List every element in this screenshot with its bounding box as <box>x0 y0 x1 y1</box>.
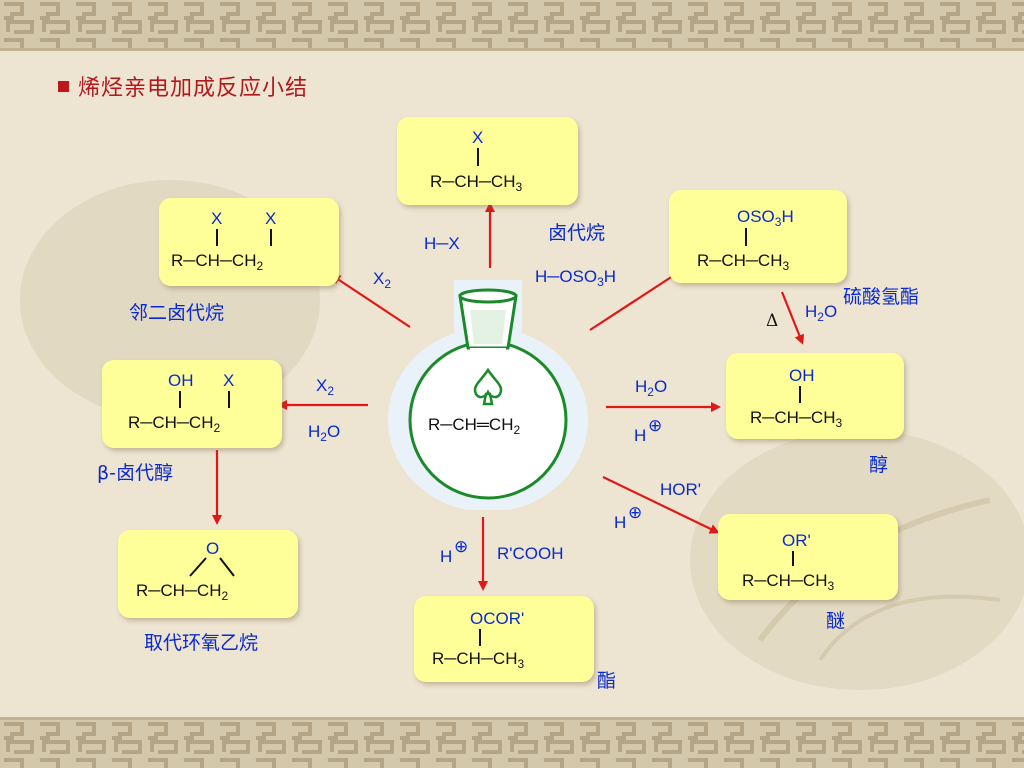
alcohol-structure: OH R─CH─CH3 <box>750 366 842 430</box>
reagent-h2o-mid: H2O <box>308 422 340 444</box>
svg-text:R─CH─CH3: R─CH─CH3 <box>430 172 522 194</box>
arrow-to-vicinal <box>330 274 411 328</box>
reagent-h-plus-ether: H <box>614 513 626 532</box>
svg-text:X: X <box>211 209 222 228</box>
caption-alkyl-halide: 卤代烷 <box>548 222 606 244</box>
svg-text:R─CH─CH2: R─CH─CH2 <box>136 581 228 603</box>
svg-text:X: X <box>472 128 483 147</box>
svg-text:O: O <box>206 539 219 558</box>
reagent-hor: HOR' <box>660 480 701 499</box>
plus-circle-icon: ⊕ <box>628 503 642 522</box>
svg-text:X: X <box>223 371 234 390</box>
spade-icon <box>473 367 503 406</box>
product-box-ester: OCOR' R─CH─CH3 <box>414 596 594 682</box>
reagent-h2o-right: H2O <box>635 377 667 399</box>
reagent-x2-top: X2 <box>373 269 391 291</box>
plus-circle-icon: ⊕ <box>454 537 468 556</box>
svg-text:OCOR': OCOR' <box>470 609 524 628</box>
reagent-h-plus-ester: H <box>440 547 452 566</box>
reaction-flask: R─CH═CH2 <box>388 270 588 512</box>
caption-ether: 醚 <box>826 610 846 632</box>
delta-symbol: Δ <box>766 311 778 331</box>
ether-structure: OR' R─CH─CH3 <box>742 531 834 593</box>
reagent-h2o-hydrolysis: H2O <box>805 302 837 324</box>
reagent-rcooh: R'COOH <box>497 544 564 563</box>
product-box-alkyl-halide: X R─CH─CH3 <box>397 117 578 205</box>
caption-ester: 酯 <box>597 670 617 692</box>
arrow-to-sulfate <box>589 268 685 331</box>
caption-vicinal: 邻二卤代烷 <box>129 302 225 324</box>
plus-circle-icon: ⊕ <box>648 416 662 435</box>
product-box-vicinal: X X R─CH─CH2 <box>159 198 339 286</box>
ester-structure: OCOR' R─CH─CH3 <box>432 609 524 671</box>
svg-text:R─CH─CH2: R─CH─CH2 <box>171 251 263 273</box>
svg-text:R─CH─CH3: R─CH─CH3 <box>432 649 524 671</box>
svg-text:R─CH─CH3: R─CH─CH3 <box>742 571 834 593</box>
svg-text:OH: OH <box>789 366 815 385</box>
slide-heading: 烯烃亲电加成反应小结 <box>58 70 308 102</box>
caption-halohydrin: β-卤代醇 <box>97 462 173 484</box>
svg-text:X: X <box>265 209 276 228</box>
bullet-square-icon <box>58 80 69 92</box>
alkyl-halide-structure: X R─CH─CH3 <box>430 128 522 194</box>
reagent-hx: H─X <box>424 234 460 253</box>
svg-text:OR': OR' <box>782 531 811 550</box>
svg-text:R─CH─CH3: R─CH─CH3 <box>750 408 842 430</box>
sulfate-structure: OSO3H R─CH─CH3 <box>697 207 794 273</box>
reagent-h2so4: H─OSO3H <box>535 267 616 289</box>
caption-epoxide: 取代环氧乙烷 <box>144 632 259 654</box>
svg-text:R─CH─CH3: R─CH─CH3 <box>697 251 789 273</box>
product-box-halohydrin: OH X R─CH─CH2 <box>102 360 282 448</box>
epoxide-structure: O R─CH─CH2 <box>136 539 235 603</box>
caption-sulfate: 硫酸氢酯 <box>843 286 920 308</box>
svg-text:R─CH─CH2: R─CH─CH2 <box>128 413 220 435</box>
halohydrin-structure: OH X R─CH─CH2 <box>128 371 234 435</box>
product-box-alcohol: OH R─CH─CH3 <box>726 353 904 439</box>
reagent-x2-mid: X2 <box>316 376 334 398</box>
product-box-ether: OR' R─CH─CH3 <box>718 514 898 600</box>
page-title: 烯烃亲电加成反应小结 <box>78 76 309 101</box>
reagent-h-plus-right: H <box>634 426 646 445</box>
alkene-formula: R─CH═CH2 <box>428 415 520 437</box>
product-box-sulfate: OSO3H R─CH─CH3 <box>669 190 847 283</box>
caption-alcohol: 醇 <box>869 454 889 476</box>
svg-text:OH: OH <box>168 371 194 390</box>
flask-icon: R─CH═CH2 <box>388 280 588 512</box>
vicinal-structure: X X R─CH─CH2 <box>171 209 276 273</box>
product-box-epoxide: O R─CH─CH2 <box>118 530 298 618</box>
arrow-sulfate-to-alcohol <box>780 291 805 345</box>
arrow-to-ether <box>602 476 720 534</box>
